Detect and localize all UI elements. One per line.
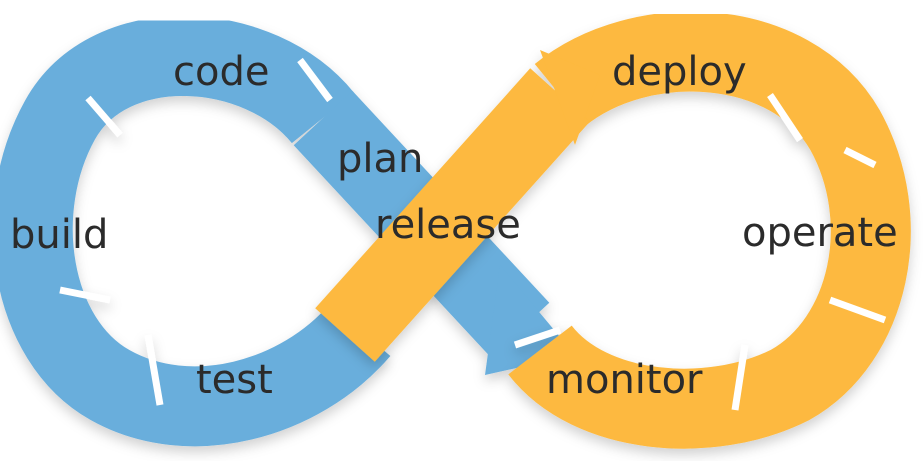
ops-crossing-band xyxy=(315,68,590,362)
ops-loop-ring xyxy=(508,11,911,449)
stage-code-label: code xyxy=(173,49,269,95)
stage-build-label: build xyxy=(10,212,108,258)
dev-loop-ring xyxy=(0,16,391,447)
stage-release-label: release xyxy=(375,202,521,248)
ops-segment-gaps xyxy=(513,93,887,411)
stage-test-label: test xyxy=(196,357,273,403)
stage-labels: code plan build release test deploy oper… xyxy=(10,49,898,403)
stage-operate-label: operate xyxy=(742,210,898,256)
stage-deploy-label: deploy xyxy=(612,49,747,95)
dev-segment-gaps xyxy=(59,57,333,406)
stage-monitor-label: monitor xyxy=(546,357,703,403)
ops-loop xyxy=(315,11,911,449)
stage-plan-label: plan xyxy=(337,136,423,182)
ops-arrowhead xyxy=(540,50,600,145)
